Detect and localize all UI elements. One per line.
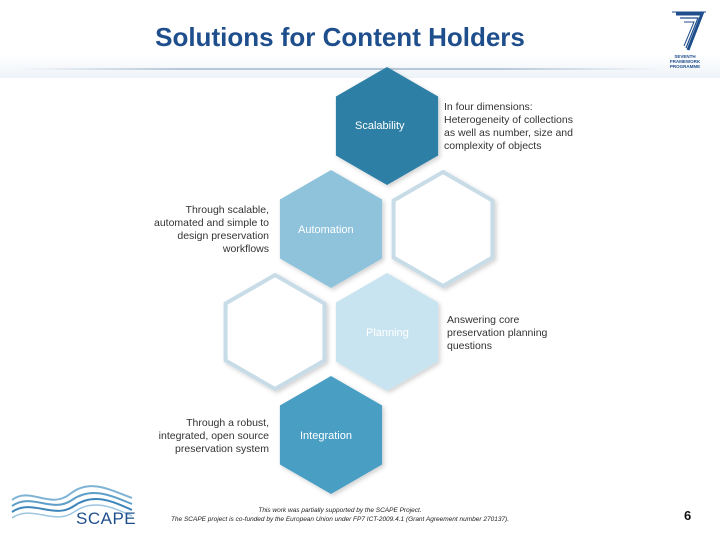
scape-logo-waves-icon xyxy=(11,485,133,519)
hex-label-planning: Planning xyxy=(366,327,409,339)
description-line: preservation system xyxy=(175,443,269,455)
description-line: design preservation xyxy=(177,230,269,242)
hex-automation xyxy=(279,170,383,288)
description-line: Through scalable, xyxy=(185,204,269,216)
slide-title: Solutions for Content Holders xyxy=(155,22,525,52)
footer-acknowledgement: This work was partially supported by the… xyxy=(140,506,540,524)
hex-empty-left xyxy=(223,272,327,392)
hex-label-integration: Integration xyxy=(300,430,352,442)
description-line: Heterogeneity of collections xyxy=(444,114,573,126)
title-bar xyxy=(0,0,720,78)
planning-description: Answering core preservation planning que… xyxy=(447,314,547,353)
page-number: 6 xyxy=(684,508,692,523)
fp7-caption-line-2: PROGRAMME xyxy=(669,64,701,69)
description-line: integrated, open source xyxy=(158,430,269,442)
footer-line-2: The SCAPE project is co-funded by the Eu… xyxy=(170,516,510,523)
fp7-logo: SEVENTH FRAMEWORK PROGRAMME xyxy=(662,10,708,69)
footer-line-1: This work was partially supported by the… xyxy=(258,507,422,514)
integration-description: Through a robust, integrated, open sourc… xyxy=(130,417,269,456)
hex-empty-right xyxy=(391,169,495,289)
scalability-description: In four dimensions: Heterogeneity of col… xyxy=(444,101,573,153)
hex-planning xyxy=(335,273,439,391)
hex-integration xyxy=(279,376,383,494)
description-line: Answering core xyxy=(447,314,520,326)
description-line: automated and simple to xyxy=(154,217,269,229)
description-line: as well as number, size and xyxy=(444,127,573,139)
hex-scalability xyxy=(335,67,439,185)
fp7-caption: SEVENTH FRAMEWORK PROGRAMME xyxy=(662,54,708,69)
title-divider xyxy=(20,68,660,70)
description-line: complexity of objects xyxy=(444,140,542,152)
description-line: In four dimensions: xyxy=(444,101,533,113)
hex-label-automation: Automation xyxy=(298,224,354,236)
description-line: preservation planning xyxy=(447,327,548,339)
scape-logo-text: SCAPE xyxy=(76,509,137,528)
description-line: Through a robust, xyxy=(186,417,269,429)
fp7-caption-line-1: SEVENTH FRAMEWORK xyxy=(669,54,701,64)
fp7-seven-icon xyxy=(672,11,706,51)
description-line: questions xyxy=(447,340,492,352)
description-line: workflows xyxy=(222,243,269,255)
hex-label-scalability: Scalability xyxy=(355,120,405,132)
automation-description: Through scalable, automated and simple t… xyxy=(130,204,269,256)
